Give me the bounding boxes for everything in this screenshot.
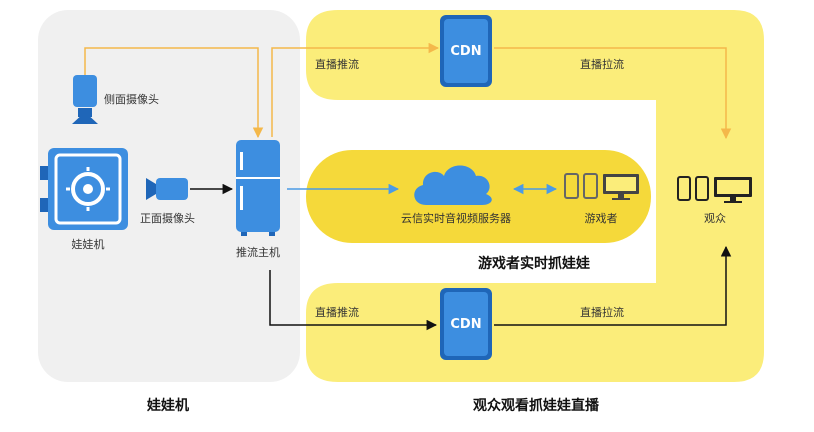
player-section-title: 游戏者实时抓娃娃 [478, 255, 590, 272]
video-camera-icon [146, 178, 188, 200]
audience-phone-icon [677, 176, 709, 201]
cloud-server-label: 云信实时音视频服务器 [401, 211, 511, 225]
audience-monitor-icon [714, 177, 752, 203]
phone-icon [564, 173, 598, 199]
stream-host-label: 推流主机 [236, 245, 280, 259]
arrow-host-to-cdn-bottom [269, 270, 438, 331]
arrow-side-camera-to-host [84, 47, 264, 139]
cdn-top-box [440, 15, 492, 87]
cdn-top-label: CDN [450, 44, 481, 59]
front-camera-label: 正面摄像头 [140, 211, 195, 225]
right-section-title: 观众观看抓娃娃直播 [473, 397, 600, 414]
cdn-bottom-box [440, 288, 492, 360]
cloud-icon [414, 165, 492, 205]
pull-top-label: 直播拉流 [580, 57, 624, 71]
left-section-title: 娃娃机 [146, 397, 189, 414]
arrow-cdn-top-to-audience [494, 47, 732, 140]
cdn-bottom-label: CDN [450, 317, 481, 332]
claw-machine-label: 娃娃机 [72, 237, 105, 251]
monitor-icon [603, 174, 639, 200]
arrow-cdn-bottom-to-audience [494, 245, 732, 326]
camera-icon [72, 75, 98, 124]
side-camera-label: 侧面摄像头 [104, 92, 159, 106]
safe-icon [40, 148, 128, 230]
arrow-host-to-cdn-top [271, 42, 440, 137]
push-top-label: 直播推流 [315, 57, 359, 71]
pull-bottom-label: 直播拉流 [580, 305, 624, 319]
players-label: 游戏者 [585, 212, 618, 225]
push-bottom-label: 直播推流 [315, 305, 359, 319]
audience-label: 观众 [704, 212, 726, 225]
fridge-server-icon [236, 140, 280, 236]
audience-panel [306, 10, 764, 382]
